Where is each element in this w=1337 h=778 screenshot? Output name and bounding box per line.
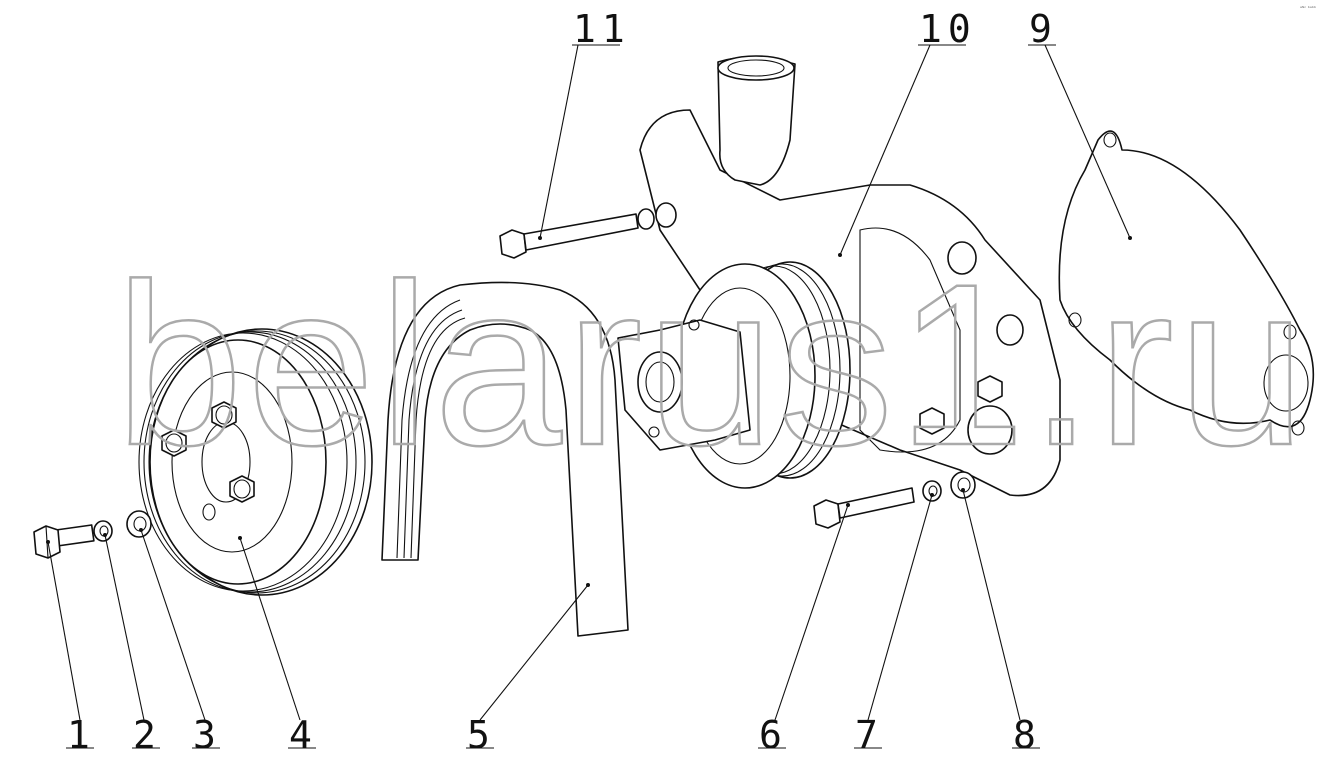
- callout-8: 8: [1013, 713, 1042, 757]
- pulley-bolt-head: [229, 475, 255, 503]
- spring-washer-part-2: [93, 520, 113, 542]
- watermark-text: belarus1.ru: [115, 236, 1310, 493]
- callout-6: 6: [759, 713, 788, 757]
- spring-washer-part-7: [922, 480, 942, 502]
- gasket-part: [1058, 130, 1315, 436]
- callout-labels: 1 2 3 4 5 6 7 8 9 10 11: [67, 7, 1058, 757]
- bolt-part-6: [813, 487, 915, 529]
- belt-part: [381, 281, 629, 637]
- pulley-bolt-head: [161, 429, 187, 457]
- flat-washer-part-3: [126, 510, 152, 538]
- callout-1: 1: [67, 713, 96, 757]
- callout-10: 10: [919, 7, 977, 51]
- water-pump-part: [617, 55, 1061, 497]
- callout-9: 9: [1029, 7, 1058, 51]
- callout-11: 11: [573, 7, 631, 51]
- flat-washer-part-8: [950, 471, 976, 499]
- callout-4: 4: [289, 713, 318, 757]
- leader-lines: [46, 44, 1132, 749]
- callout-2: 2: [133, 713, 162, 757]
- callout-7: 7: [855, 713, 884, 757]
- callout-3: 3: [193, 713, 222, 757]
- pulley-part: [138, 328, 373, 596]
- corner-mark: ᵃᴺᶜ ᵇᵃᵇᵇ: [1300, 6, 1316, 12]
- bolt-part-11: [499, 202, 677, 259]
- pulley-bolt-head: [211, 401, 237, 429]
- callout-5: 5: [467, 713, 496, 757]
- bolt-part-1: [33, 524, 95, 559]
